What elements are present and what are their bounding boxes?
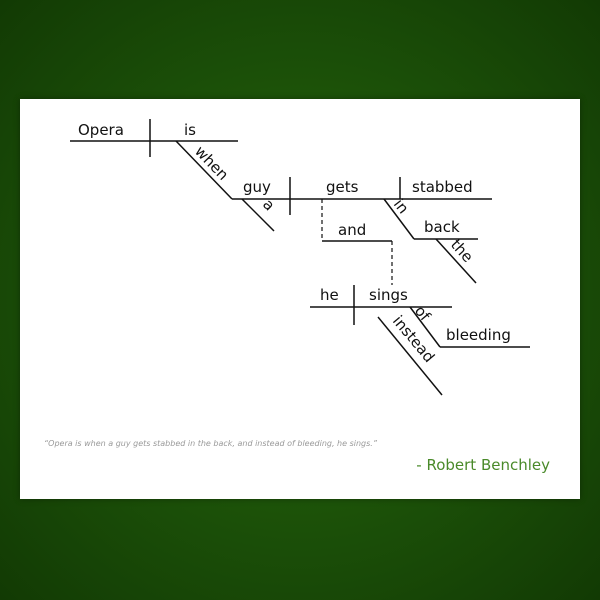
of-preposition-line <box>409 306 441 348</box>
when-connector <box>175 140 233 200</box>
a-modifier-line <box>241 198 275 232</box>
word-guy: guy <box>243 178 271 196</box>
word-a: a <box>259 195 278 214</box>
word-opera: Opera <box>78 121 124 139</box>
word-back: back <box>424 218 460 236</box>
word-sings: sings <box>369 286 408 304</box>
word-stabbed: stabbed <box>412 178 473 196</box>
word-he: he <box>320 286 339 304</box>
diagram-card: Opera is when guy gets stabbed a in back… <box>20 99 580 499</box>
word-gets: gets <box>326 178 359 196</box>
quote-text: “Opera is when a guy gets stabbed in the… <box>44 439 377 448</box>
word-the: the <box>447 236 477 266</box>
word-and: and <box>338 221 366 239</box>
quote-author: - Robert Benchley <box>416 456 550 474</box>
sentence-diagram: Opera is when guy gets stabbed a in back… <box>70 119 530 396</box>
instead-modifier-line <box>377 316 443 396</box>
word-is: is <box>184 121 196 139</box>
word-bleeding: bleeding <box>446 326 511 344</box>
the-modifier-line <box>435 238 477 284</box>
in-preposition-line <box>383 198 415 240</box>
word-of: of <box>411 302 435 325</box>
